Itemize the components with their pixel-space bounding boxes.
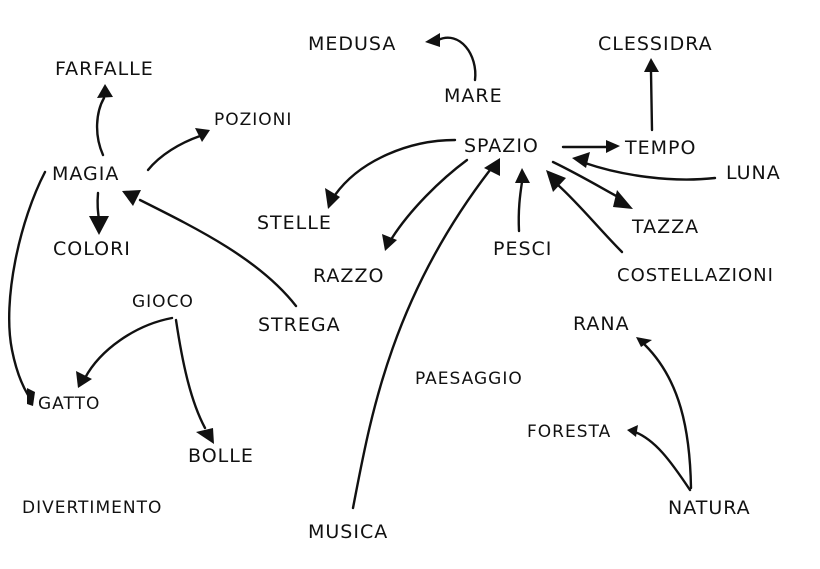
- node-tazza: TAZZA: [632, 216, 700, 238]
- edge-gioco-bolle: [174, 318, 207, 430]
- node-luna: LUNA: [726, 162, 781, 184]
- arrowhead-pozioni: [195, 128, 210, 142]
- arrowhead-spazio-luna: [572, 152, 590, 168]
- node-magia: MAGIA: [52, 163, 120, 185]
- node-pesci: PESCI: [493, 238, 553, 260]
- edge-magia-gatto: [8, 170, 47, 397]
- arrowhead-bolle: [196, 428, 214, 444]
- node-colori: COLORI: [53, 238, 131, 260]
- node-costellazioni: COSTELLAZIONI: [617, 265, 774, 286]
- arrowhead-foresta: [627, 425, 638, 437]
- arrowhead-tempo: [606, 140, 620, 153]
- edge-mare-medusa: [436, 36, 477, 82]
- arrowhead-gatto-a: [27, 388, 35, 406]
- edge-tempo-clessidra: [649, 70, 654, 132]
- node-stelle: STELLE: [257, 212, 332, 234]
- edge-magia-pozioni: [146, 134, 202, 172]
- node-tempo: TEMPO: [625, 137, 697, 159]
- node-clessidra: CLESSIDRA: [598, 33, 713, 55]
- edge-strega-magia: [138, 198, 298, 308]
- node-mare: MARE: [444, 85, 503, 107]
- node-divertimento: DIVERTIMENTO: [22, 498, 163, 518]
- edge-pesci-spazio: [517, 180, 524, 233]
- edge-costellazioni-spazio: [556, 183, 624, 254]
- node-farfalle: FARFALLE: [55, 58, 154, 80]
- node-gatto: GATTO: [38, 394, 101, 414]
- node-rana: RANA: [573, 313, 630, 335]
- node-spazio: SPAZIO: [464, 135, 539, 157]
- arrowhead-spazio-pesci: [515, 168, 530, 183]
- node-strega: STREGA: [258, 314, 341, 336]
- edge-natura-rana: [643, 343, 693, 490]
- arrowhead-farfalle: [97, 84, 113, 98]
- arrowhead-magia: [122, 190, 141, 206]
- edge-luna-spazio: [583, 161, 717, 181]
- edge-spazio-stelle: [333, 138, 457, 197]
- arrowhead-razzo: [382, 234, 397, 251]
- arrowhead-rana: [636, 337, 652, 347]
- arrowhead-colori: [89, 216, 109, 235]
- arrowhead-stelle: [325, 188, 340, 209]
- arrowhead-gatto-b: [76, 371, 92, 388]
- edge-spazio-tazza: [551, 160, 622, 200]
- edge-magia-colori: [96, 191, 101, 222]
- arrowhead-medusa: [425, 33, 440, 47]
- arrowhead-tazza: [613, 190, 633, 209]
- edge-natura-foresta: [633, 430, 692, 492]
- edge-musica-spazio: [351, 168, 492, 510]
- arrowhead-spazio-musica: [484, 158, 500, 176]
- node-natura: NATURA: [668, 497, 751, 519]
- edge-gioco-gatto: [83, 316, 174, 380]
- node-paesaggio: PAESAGGIO: [415, 369, 523, 389]
- node-musica: MUSICA: [308, 521, 389, 543]
- edge-spazio-razzo: [390, 158, 469, 240]
- node-razzo: RAZZO: [313, 265, 385, 287]
- arrowhead-spazio-costellazioni: [546, 170, 566, 192]
- node-pozioni: POZIONI: [214, 110, 293, 130]
- node-medusa: MEDUSA: [308, 33, 397, 55]
- arrowhead-clessidra: [644, 58, 659, 72]
- node-gioco: GIOCO: [132, 292, 194, 312]
- node-bolle: BOLLE: [188, 445, 254, 467]
- node-foresta: FORESTA: [527, 422, 612, 442]
- edge-magia-farfalle: [95, 96, 106, 157]
